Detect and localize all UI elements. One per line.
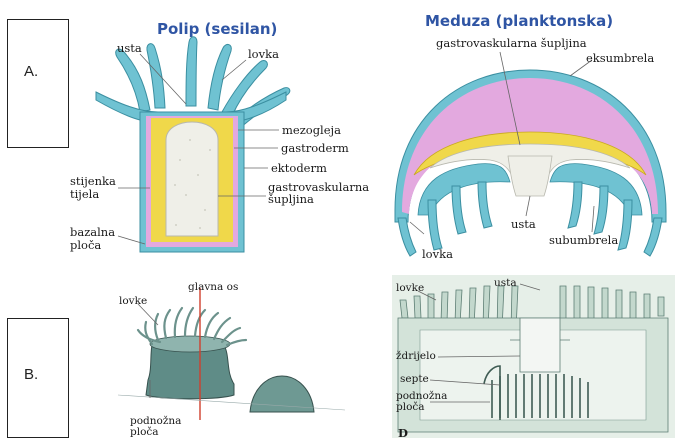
polyp-diagram bbox=[96, 37, 290, 252]
polyp-label-body-wall-2: tijela bbox=[70, 188, 99, 200]
section-letter: D bbox=[398, 427, 408, 439]
medusa-label-eksumbrela: eksumbrela bbox=[586, 52, 654, 64]
medusa-manubrium bbox=[508, 156, 552, 196]
polyp-tentacle bbox=[208, 44, 231, 110]
anemone-diagram bbox=[118, 288, 345, 420]
polyp-label-mezogleja: mezogleja bbox=[282, 124, 341, 136]
anemone-disc bbox=[150, 336, 230, 352]
polyp-tentacle bbox=[147, 44, 165, 108]
section-label-zdrijelo: ždrijelo bbox=[396, 351, 436, 362]
polyp-label-ektoderm: ektoderm bbox=[271, 162, 327, 174]
anemone-label-lovke: lovke bbox=[119, 296, 147, 307]
medusa-tentacle bbox=[644, 218, 662, 256]
medusa-tentacle bbox=[452, 186, 466, 234]
medusa-label-gastro-cavity: gastrovaskularna šupljina bbox=[436, 37, 587, 49]
polyp-label-gastroderm: gastroderm bbox=[281, 142, 349, 154]
medusa-label-lovka: lovka bbox=[422, 248, 453, 260]
medusa-tentacle bbox=[618, 200, 632, 250]
medusa-tentacle bbox=[398, 218, 416, 256]
medusa-label-usta: usta bbox=[511, 218, 536, 230]
polyp-cavity bbox=[166, 122, 218, 236]
polyp-label-basal-1: bazalna bbox=[70, 226, 115, 238]
section-label-septe: septe bbox=[400, 374, 429, 385]
polyp-label-gastro-cavity-2: šupljina bbox=[268, 193, 314, 205]
section-label-podnozna-2: ploča bbox=[396, 402, 425, 413]
anemone-label-glavna-os: glavna os bbox=[188, 282, 238, 293]
polyp-tentacle bbox=[116, 49, 150, 112]
medusa-tentacle bbox=[478, 182, 492, 228]
polyp-tentacle bbox=[186, 37, 197, 106]
closed-anemone bbox=[250, 376, 314, 412]
medusa-tentacle bbox=[594, 186, 608, 234]
medusa-tentacle bbox=[428, 200, 442, 250]
medusa-label-subumbrela: subumbrela bbox=[549, 234, 618, 246]
medusa-tentacle bbox=[568, 182, 582, 228]
section-label-usta: usta bbox=[494, 278, 517, 289]
polyp-label-lovka: lovka bbox=[248, 48, 279, 60]
section-label-lovke: lovke bbox=[396, 283, 424, 294]
polyp-label-usta: usta bbox=[117, 42, 142, 54]
anemone-label-podnozna-2: ploča bbox=[130, 427, 159, 438]
polyp-label-basal-2: ploča bbox=[70, 239, 101, 251]
polyp-label-body-wall-1: stijenka bbox=[70, 175, 116, 187]
